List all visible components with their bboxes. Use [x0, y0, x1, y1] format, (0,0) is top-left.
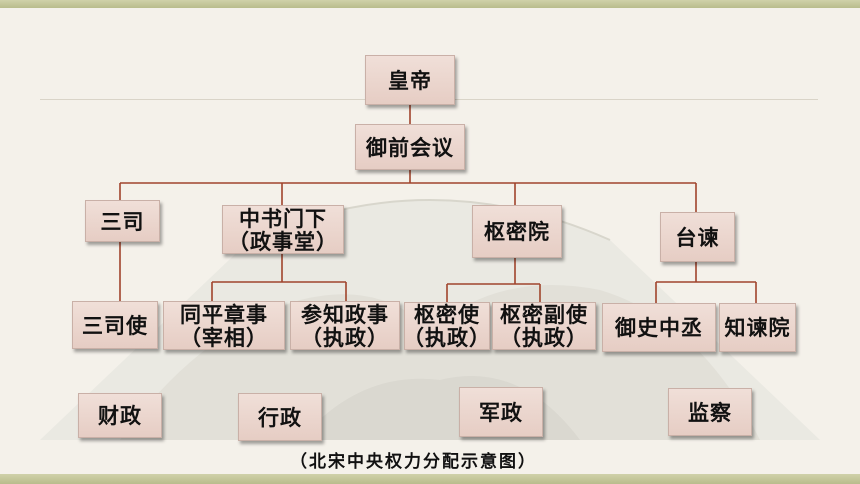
shumi-fushi-line2: （执政） — [500, 325, 588, 350]
shumi-shi-box: 枢密使 （执政） — [403, 302, 491, 350]
shumiyuan-box: 枢密院 — [472, 205, 562, 258]
taijian-box: 台谏 — [660, 212, 735, 262]
zhongshu-line2: （政事堂） — [228, 228, 338, 254]
canzhi-line2: （执政） — [301, 324, 389, 350]
sansi-box: 三司 — [85, 200, 160, 242]
supervision-box: 监察 — [668, 388, 752, 436]
tongping-zhangshi-box: 同平章事 （宰相） — [163, 301, 285, 350]
military-box: 军政 — [459, 387, 543, 437]
finance-box: 财政 — [78, 393, 162, 438]
zhi-jianyuan-box: 知谏院 — [719, 303, 796, 352]
shumi-fushi-line1: 枢密副使 — [500, 302, 588, 327]
imperial-council-box: 御前会议 — [355, 124, 465, 170]
diagram-caption: （北宋中央权力分配示意图） — [290, 452, 537, 472]
shumi-fushi-box: 枢密副使 （执政） — [492, 302, 596, 350]
top-band — [0, 0, 860, 8]
tongping-line1: 同平章事 — [180, 301, 268, 327]
canzhi-zhengshi-box: 参知政事 （执政） — [290, 301, 400, 350]
zhongshu-menxia-box: 中书门下 （政事堂） — [222, 205, 344, 254]
emperor-box: 皇帝 — [365, 55, 455, 105]
yushi-zhongcheng-box: 御史中丞 — [602, 303, 716, 352]
sansi-shi-box: 三司使 — [72, 301, 158, 349]
canzhi-line1: 参知政事 — [301, 301, 389, 327]
shumi-shi-line1: 枢密使 — [414, 302, 480, 327]
shumi-shi-line2: （执政） — [403, 325, 491, 350]
bottom-band — [0, 474, 860, 484]
administration-box: 行政 — [238, 393, 322, 441]
zhongshu-line1: 中书门下 — [239, 205, 327, 231]
tongping-line2: （宰相） — [180, 324, 268, 350]
